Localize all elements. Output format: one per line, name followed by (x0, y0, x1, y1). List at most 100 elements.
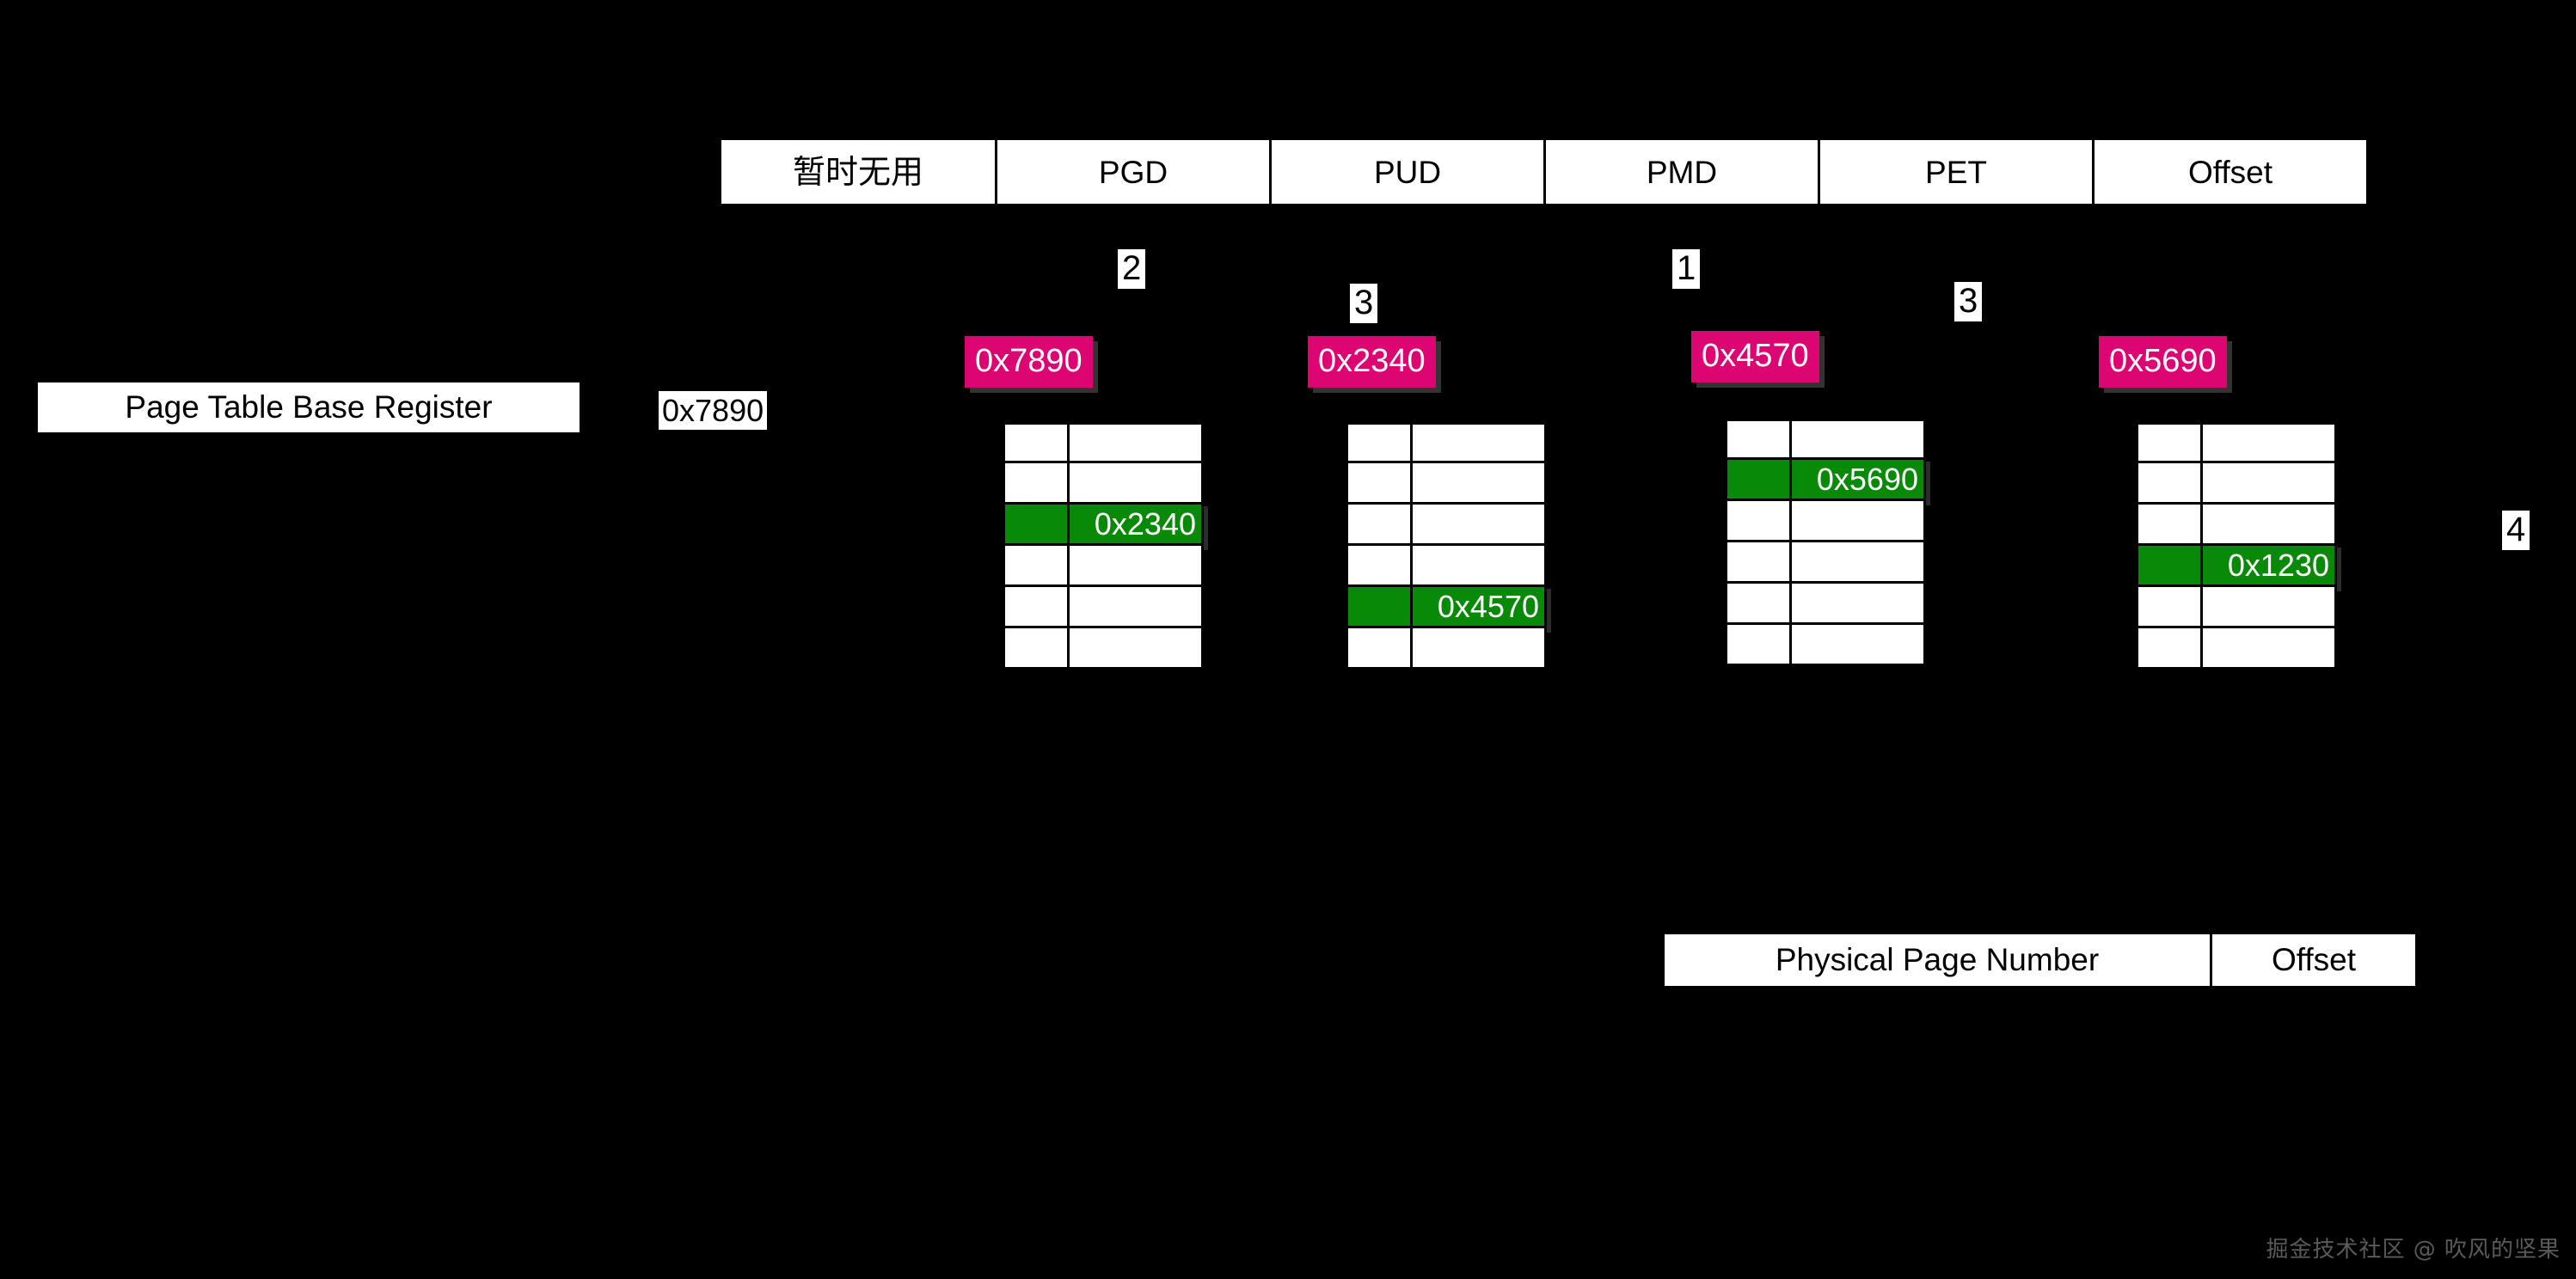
pmd-table: 0x5690 (1722, 416, 1929, 669)
pud-table-row (1346, 626, 1547, 670)
pgd-table: 0x2340 (1000, 419, 1206, 672)
physical-address-field-offset: Offset (2210, 932, 2418, 988)
register-output-value: 0x7890 (659, 391, 768, 431)
table-entry-index-cell (1003, 626, 1070, 670)
va-field-pet: PET (1818, 138, 2095, 206)
table-entry-value-cell (1410, 626, 1547, 670)
va-field-label: PUD (1373, 154, 1442, 190)
va-field-label: PGD (1098, 154, 1168, 190)
va-field-pud: PUD (1269, 138, 1546, 206)
table-entry-index-cell (1346, 543, 1413, 587)
pet-table: 0x1230 (2133, 419, 2340, 672)
pgd-table-row (1003, 461, 1204, 505)
pgd-table-hit-row: 0x2340 (1003, 502, 1204, 546)
table-entry-index-cell (2136, 543, 2203, 587)
physical-address-bar: Physical Page Number Offset (1662, 932, 2418, 988)
pet-table-row (2136, 461, 2337, 505)
table-entry-index-cell (2136, 502, 2203, 546)
table-entry-index-cell (1725, 457, 1792, 501)
va-field-label: PMD (1646, 154, 1718, 190)
pud-table-hit-row: 0x4570 (1346, 584, 1547, 628)
pud-table-row (1346, 543, 1547, 587)
table-entry-index-cell (1725, 540, 1792, 584)
table-entry-value-cell (1067, 543, 1204, 587)
table-entry-index-cell (1725, 581, 1792, 625)
pud-table: 0x4570 (1343, 419, 1549, 672)
virtual-address-bar: 暂时无用 PGD PUD PMD PET Offset (719, 138, 2369, 206)
va-field-pgd: PGD (995, 138, 1272, 206)
pgd-table-row (1003, 422, 1204, 463)
va-field-offset: Offset (2092, 138, 2369, 206)
pet-table-row (2136, 584, 2337, 628)
va-field-unused: 暂时无用 (719, 138, 997, 206)
table-entry-value-cell (2200, 626, 2337, 670)
table-entry-index-cell (1725, 499, 1792, 542)
pet-table-row (2136, 502, 2337, 546)
table-entry-value-cell (1410, 422, 1547, 463)
table-entry-value-cell (1067, 584, 1204, 628)
table-entry-index-cell (1003, 461, 1070, 505)
table-entry-index-cell (1346, 502, 1413, 546)
pmd-table-row (1725, 622, 1926, 666)
table-entry-index-cell (1346, 584, 1413, 628)
table-entry-index-cell (1346, 461, 1413, 505)
table-entry-index-cell (1003, 502, 1070, 546)
table-entry-value-cell (1789, 622, 1926, 666)
pmd-table-row (1725, 419, 1926, 460)
pgd-table-row (1003, 626, 1204, 670)
table-entry-index-cell (1346, 422, 1413, 463)
table-entry-index-cell (2136, 461, 2203, 505)
step-badge-3: 1 (1672, 249, 1701, 289)
va-field-label: 暂时无用 (792, 153, 923, 191)
pud-table-row (1346, 461, 1547, 505)
table-entry-value-cell (2200, 422, 2337, 463)
table-entry-value-cell (1067, 422, 1204, 463)
va-field-label: Offset (2187, 154, 2273, 190)
table-entry-value-cell (2200, 461, 2337, 505)
pet-table-row (2136, 626, 2337, 670)
table-entry-value-cell (1067, 626, 1204, 670)
step-badge-5: 4 (2502, 511, 2530, 550)
watermark: 掘金技术社区 @ 吹风的坚果 (2266, 1237, 2561, 1263)
step-badge-1: 2 (1118, 249, 1146, 289)
page-table-base-register: Page Table Base Register (36, 381, 581, 434)
pud-table-row (1346, 422, 1547, 463)
page-table-base-register-label: Page Table Base Register (125, 389, 493, 425)
table-entry-index-cell (2136, 626, 2203, 670)
table-entry-index-cell (2136, 584, 2203, 628)
table-entry-value-cell (1410, 502, 1547, 546)
table-entry-index-cell (2136, 422, 2203, 463)
table-entry-index-cell (1346, 626, 1413, 670)
physical-address-field-physical-page-number: Physical Page Number (1662, 932, 2212, 988)
pet-table-hit-row: 0x1230 (2136, 543, 2337, 587)
pmd-table-row (1725, 499, 1926, 542)
table-entry-value-cell (1789, 581, 1926, 625)
pmd-table-row (1725, 540, 1926, 584)
pgd-table-row (1003, 584, 1204, 628)
pmd-table-hit-row: 0x5690 (1725, 457, 1926, 501)
table-entry-index-cell (1003, 543, 1070, 587)
step-badge-2: 3 (1350, 284, 1378, 323)
table-entry-index-cell (1725, 622, 1792, 666)
table-entry-value-cell: 0x1230 (2200, 543, 2337, 587)
physical-address-field-label: Offset (2271, 942, 2357, 977)
pud-table-lookup-chip: 0x2340 (1308, 336, 1436, 388)
table-entry-index-cell (1725, 419, 1792, 460)
pmd-table-row (1725, 581, 1926, 625)
table-entry-value-cell: 0x5690 (1789, 457, 1926, 501)
table-entry-value-cell (1789, 499, 1926, 542)
table-entry-value-cell (2200, 584, 2337, 628)
pet-table-lookup-chip: 0x5690 (2099, 336, 2227, 388)
va-field-label: PET (1925, 154, 1987, 190)
table-entry-value-cell (2200, 502, 2337, 546)
table-entry-index-cell (1003, 584, 1070, 628)
pud-table-row (1346, 502, 1547, 546)
table-entry-index-cell (1003, 422, 1070, 463)
pmd-table-lookup-chip: 0x4570 (1691, 331, 1819, 382)
step-badge-4: 3 (1954, 282, 1983, 321)
table-entry-value-cell (1410, 461, 1547, 505)
table-entry-value-cell (1789, 419, 1926, 460)
physical-address-field-label: Physical Page Number (1775, 942, 2100, 977)
pgd-table-lookup-chip: 0x7890 (965, 336, 1093, 388)
